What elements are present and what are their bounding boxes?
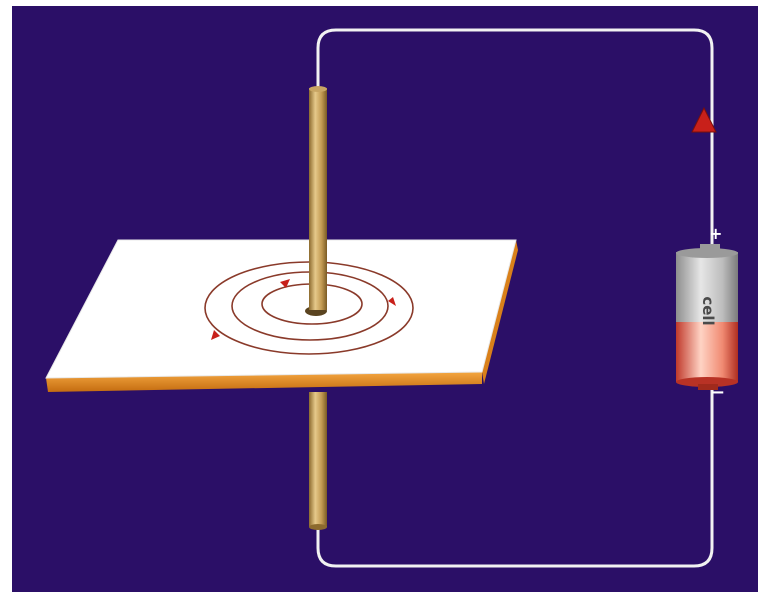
cell-top-rim	[676, 248, 738, 258]
rod-lower	[309, 392, 327, 527]
rod-upper	[309, 88, 327, 310]
rod-lower-end	[309, 524, 327, 530]
rod-upper-top	[309, 86, 327, 92]
negative-terminal-label: −	[710, 384, 725, 402]
cardboard-sheet	[46, 240, 516, 378]
cell-label: cell	[700, 288, 715, 334]
positive-terminal-label: +	[709, 226, 722, 242]
